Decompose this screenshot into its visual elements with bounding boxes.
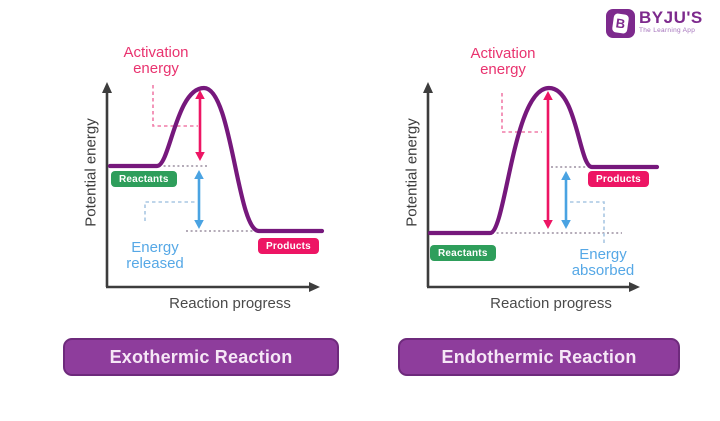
exothermic-y-axis-label: Potential energy xyxy=(82,118,100,227)
endothermic-activation-energy-label: Activation energy xyxy=(470,45,536,78)
endothermic-reactants-badge: Reactants xyxy=(430,245,496,261)
endothermic-absorbed-arrow xyxy=(561,171,571,229)
exothermic-energy-curve xyxy=(107,85,325,234)
exothermic-title-banner: Exothermic Reaction xyxy=(63,338,339,376)
endothermic-absorbed-guide xyxy=(570,201,605,246)
exothermic-x-axis xyxy=(106,282,320,292)
exothermic-activation-arrow xyxy=(195,90,205,161)
endothermic-y-axis xyxy=(423,82,433,287)
exothermic-y-axis xyxy=(102,82,112,287)
endothermic-activation-arrow xyxy=(543,91,553,229)
byjus-logo-icon: B xyxy=(606,9,635,38)
endothermic-title-banner: Endothermic Reaction xyxy=(398,338,680,376)
exothermic-released-arrow xyxy=(194,170,204,229)
exothermic-plot xyxy=(102,82,325,292)
exothermic-x-axis-label: Reaction progress xyxy=(169,295,291,312)
endothermic-plot xyxy=(423,82,660,292)
exothermic-products-badge: Products xyxy=(258,238,319,254)
exothermic-activation-energy-label: Activation energy xyxy=(123,44,189,77)
endothermic-products-badge: Products xyxy=(588,171,649,187)
exothermic-released-guide xyxy=(144,201,195,221)
exothermic-energy-released-label: Energy released xyxy=(126,239,184,272)
logo-text: BYJU'S The Learning App xyxy=(639,9,703,35)
diagrams-canvas xyxy=(102,82,660,292)
endothermic-y-axis-label: Potential energy xyxy=(403,118,421,227)
logo-brand: BYJU'S xyxy=(639,8,703,27)
exothermic-activation-guide xyxy=(152,85,198,127)
endothermic-x-axis-label: Reaction progress xyxy=(490,295,612,312)
endothermic-activation-guide xyxy=(501,93,542,133)
endothermic-energy-curve xyxy=(427,85,660,236)
logo-tagline: The Learning App xyxy=(639,27,696,34)
endothermic-energy-absorbed-label: Energy absorbed xyxy=(571,246,635,279)
byjus-logo: B BYJU'S The Learning App xyxy=(606,9,703,38)
endothermic-x-axis xyxy=(427,282,640,292)
exothermic-reactants-badge: Reactants xyxy=(111,171,177,187)
